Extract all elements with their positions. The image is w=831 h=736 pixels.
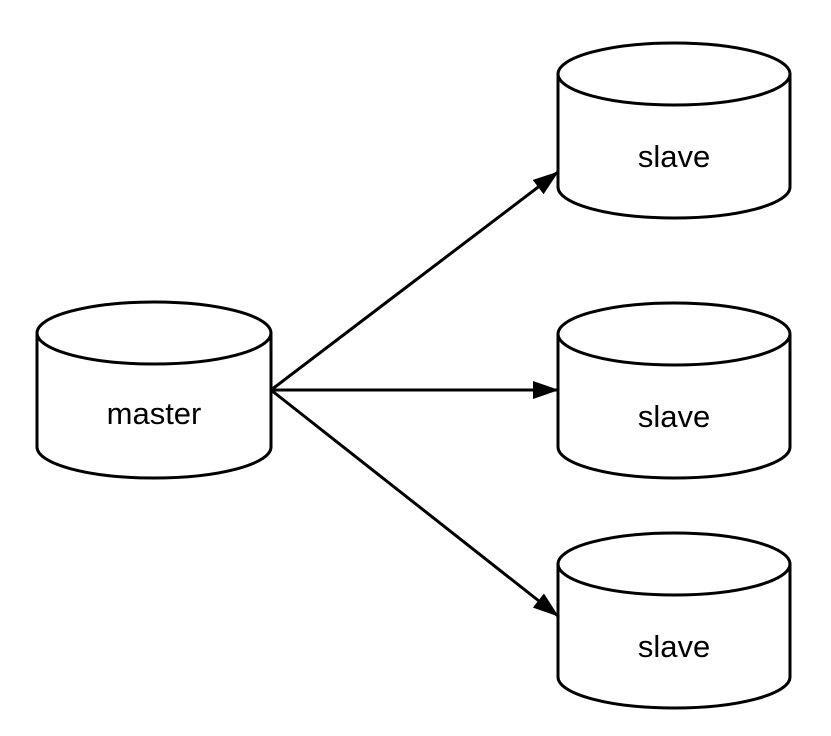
- edge-master-to-slave-1: [270, 170, 559, 392]
- cylinder-top: [35, 300, 273, 366]
- node-label-master: master: [107, 396, 202, 431]
- node-master: master: [35, 300, 273, 480]
- node-label-slave-2: slave: [638, 399, 710, 434]
- cylinder-body: [556, 74, 792, 220]
- cylinder-body: [556, 564, 792, 710]
- node-slave-3: slave: [556, 531, 792, 710]
- cylinder-top: [556, 301, 792, 367]
- cylinder-top: [556, 41, 792, 107]
- node-label-slave-3: slave: [638, 629, 710, 664]
- cylinder-body: [35, 333, 273, 480]
- cylinder-body: [556, 334, 792, 480]
- edge-master-to-slave-3: [270, 388, 559, 618]
- node-label-slave-1: slave: [638, 139, 710, 174]
- node-slave-2: slave: [556, 301, 792, 480]
- node-slave-1: slave: [556, 41, 792, 220]
- cylinder-top: [556, 531, 792, 597]
